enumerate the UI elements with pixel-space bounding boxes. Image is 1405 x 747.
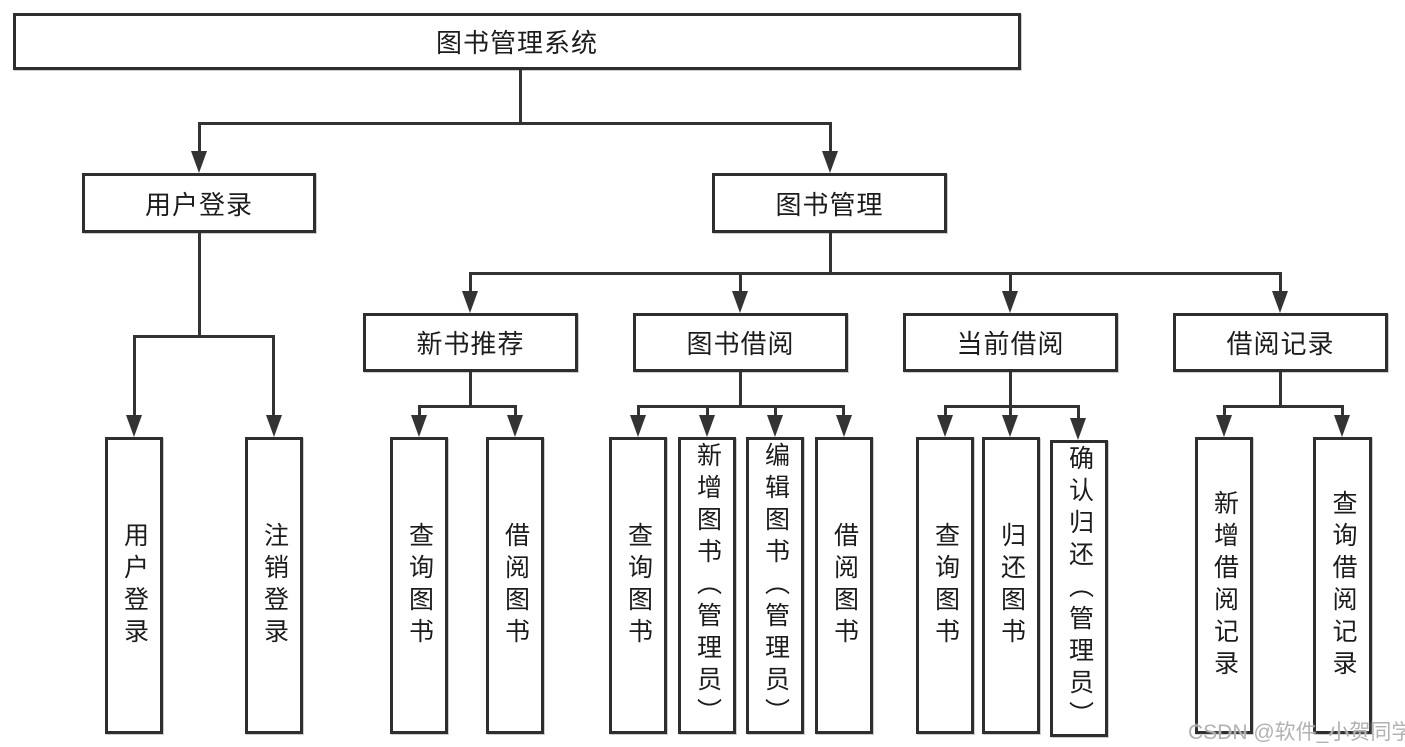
node-book-management: 图书管理 xyxy=(712,173,947,233)
arrow-down-icon xyxy=(630,415,646,437)
edge-root-stem xyxy=(519,70,522,122)
leaf-edit-book-admin: 编辑图书（管理员） xyxy=(746,437,804,734)
arrow-down-icon xyxy=(699,415,715,437)
arrow-down-icon xyxy=(732,291,748,313)
arrow-down-icon xyxy=(937,415,953,437)
arrow-down-icon xyxy=(1334,415,1350,437)
leaf-add-book-admin: 新增图书（管理员） xyxy=(678,437,736,734)
edge-leaf-drop xyxy=(944,405,947,417)
leaf-add-borrow-record-label: 新增借阅记录 xyxy=(1210,489,1239,682)
node-book-borrow-label: 图书借阅 xyxy=(686,329,795,359)
node-new-book-recommend-label: 新书推荐 xyxy=(416,329,525,359)
leaf-query-books-current: 查询图书 xyxy=(916,437,974,734)
edge-leaf-drop xyxy=(1009,405,1012,417)
edge-records-stem xyxy=(1279,372,1282,405)
leaf-user-login: 用户登录 xyxy=(105,437,163,734)
edge-mgmt-drop xyxy=(829,122,832,153)
leaf-confirm-return-admin: 确认归还（管理员） xyxy=(1050,440,1108,737)
leaf-return-book-label: 归还图书 xyxy=(997,521,1026,650)
arrow-down-icon xyxy=(767,415,783,437)
edge-records-bracket xyxy=(1223,405,1343,408)
edge-leaf-drop xyxy=(706,405,709,417)
edge-l3-drop xyxy=(469,272,472,291)
node-current-borrow: 当前借阅 xyxy=(903,313,1118,372)
edge-leaf-drop xyxy=(1077,405,1080,420)
edge-recommend-bracket xyxy=(418,405,517,408)
node-root-label: 图书管理系统 xyxy=(435,28,598,58)
arrow-down-icon xyxy=(836,415,852,437)
arrow-down-icon xyxy=(462,291,478,313)
edge-leaf-drop xyxy=(637,405,640,417)
edge-leaf-drop xyxy=(418,405,421,417)
arrow-down-icon xyxy=(411,415,427,437)
edge-login-drop xyxy=(198,122,201,153)
leaf-query-books-current-label: 查询图书 xyxy=(931,521,960,650)
edge-l3-drop xyxy=(1009,272,1012,291)
arrow-down-icon xyxy=(1002,415,1018,437)
edge-current-stem xyxy=(1009,372,1012,405)
edge-login-leaf-drop xyxy=(133,335,136,417)
node-borrow-records-label: 借阅记录 xyxy=(1226,329,1335,359)
edge-leaf-drop xyxy=(1341,405,1344,417)
leaf-query-borrow-record-label: 查询借阅记录 xyxy=(1329,489,1357,682)
node-borrow-records: 借阅记录 xyxy=(1173,313,1388,372)
edge-leaf-drop xyxy=(514,405,517,417)
leaf-edit-book-admin-label: 编辑图书（管理员） xyxy=(761,441,790,730)
arrow-down-icon xyxy=(191,151,207,173)
arrow-down-icon xyxy=(822,151,838,173)
leaf-borrow-books: 借阅图书 xyxy=(815,437,873,734)
edge-mgmt-stem xyxy=(829,233,832,272)
leaf-borrow-books-recommend: 借阅图书 xyxy=(486,437,544,734)
edge-borrow-bracket xyxy=(637,405,845,408)
arrow-down-icon xyxy=(1070,418,1086,440)
node-book-borrow: 图书借阅 xyxy=(633,313,848,372)
arrow-down-icon xyxy=(1002,291,1018,313)
arrow-down-icon xyxy=(126,415,142,437)
leaf-logout-label: 注销登录 xyxy=(260,521,289,650)
node-book-management-label: 图书管理 xyxy=(775,189,884,220)
leaf-borrow-books-recommend-label: 借阅图书 xyxy=(501,521,530,650)
edge-recommend-stem xyxy=(469,372,472,405)
edge-root-bracket xyxy=(198,122,832,125)
edge-login-stem xyxy=(198,233,201,335)
edge-login-bracket xyxy=(133,335,275,338)
leaf-add-book-admin-label: 新增图书（管理员） xyxy=(693,441,722,730)
edge-leaf-drop xyxy=(1223,405,1226,417)
edge-leaf-drop xyxy=(842,405,845,417)
node-current-borrow-label: 当前借阅 xyxy=(956,329,1065,359)
edge-mgmt-bracket xyxy=(469,272,1282,275)
watermark-text: CSDN @软件_小贺同学 xyxy=(1188,721,1405,744)
leaf-confirm-return-admin-label: 确认归还（管理员） xyxy=(1065,444,1094,733)
edge-login-leaf-drop xyxy=(272,335,275,417)
leaf-user-login-label: 用户登录 xyxy=(120,521,149,650)
node-user-login-label: 用户登录 xyxy=(144,189,253,220)
leaf-query-books-recommend: 查询图书 xyxy=(390,437,448,734)
leaf-logout: 注销登录 xyxy=(245,437,303,734)
leaf-query-books-recommend-label: 查询图书 xyxy=(405,521,434,650)
node-new-book-recommend: 新书推荐 xyxy=(363,313,578,372)
node-root: 图书管理系统 xyxy=(13,13,1021,70)
arrow-down-icon xyxy=(1272,291,1288,313)
leaf-query-books-borrow-label: 查询图书 xyxy=(624,521,653,650)
leaf-add-borrow-record: 新增借阅记录 xyxy=(1195,437,1253,734)
leaf-borrow-books-label: 借阅图书 xyxy=(830,521,859,650)
leaf-query-borrow-record: 查询借阅记录 xyxy=(1313,437,1372,734)
node-user-login: 用户登录 xyxy=(82,173,316,233)
edge-borrow-stem xyxy=(739,372,742,405)
arrow-down-icon xyxy=(507,415,523,437)
edge-l3-drop xyxy=(1279,272,1282,291)
arrow-down-icon xyxy=(1216,415,1232,437)
arrow-down-icon xyxy=(266,415,282,437)
edge-leaf-drop xyxy=(774,405,777,417)
leaf-return-book: 归还图书 xyxy=(982,437,1040,734)
edge-l3-drop xyxy=(739,272,742,291)
edge-current-bracket xyxy=(944,405,1080,408)
leaf-query-books-borrow: 查询图书 xyxy=(609,437,667,734)
